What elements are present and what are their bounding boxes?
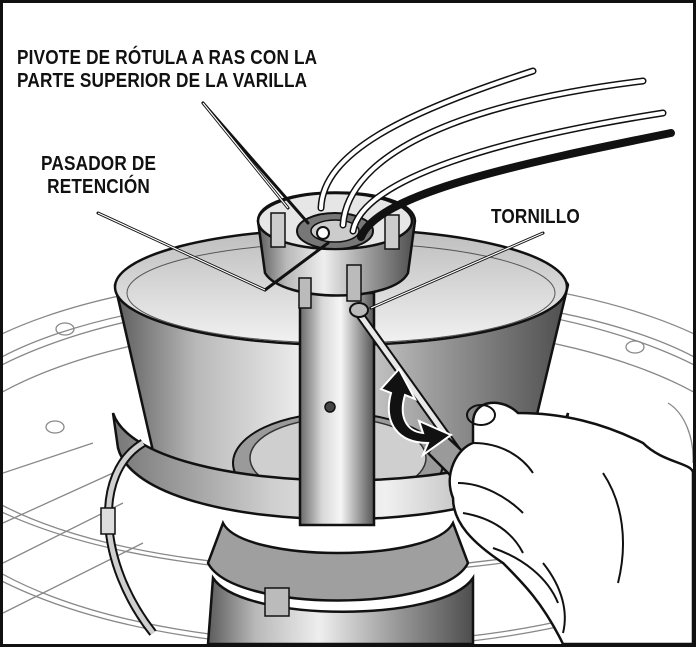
retaining-pin-label-line2: RETENCIÓN (47, 176, 150, 198)
pivot-label: PIVOTE DE RÓTULA A RAS CON LA PARTE SUPE… (17, 47, 317, 93)
rotation-arrow (379, 367, 454, 458)
pivot-label-line2: PARTE SUPERIOR DE LA VARILLA (17, 70, 308, 92)
wires (317, 67, 675, 241)
hand (448, 401, 693, 644)
pivot-label-line1: PIVOTE DE RÓTULA A RAS CON LA (17, 47, 318, 69)
fan-assembly-illustration (3, 67, 693, 644)
down-rod (298, 291, 376, 527)
screw-label: TORNILLO (491, 206, 580, 228)
retaining-pin-label-line1: PASADOR DE (41, 153, 157, 175)
retaining-pin-label: PASADOR DE RETENCIÓN (41, 153, 156, 199)
